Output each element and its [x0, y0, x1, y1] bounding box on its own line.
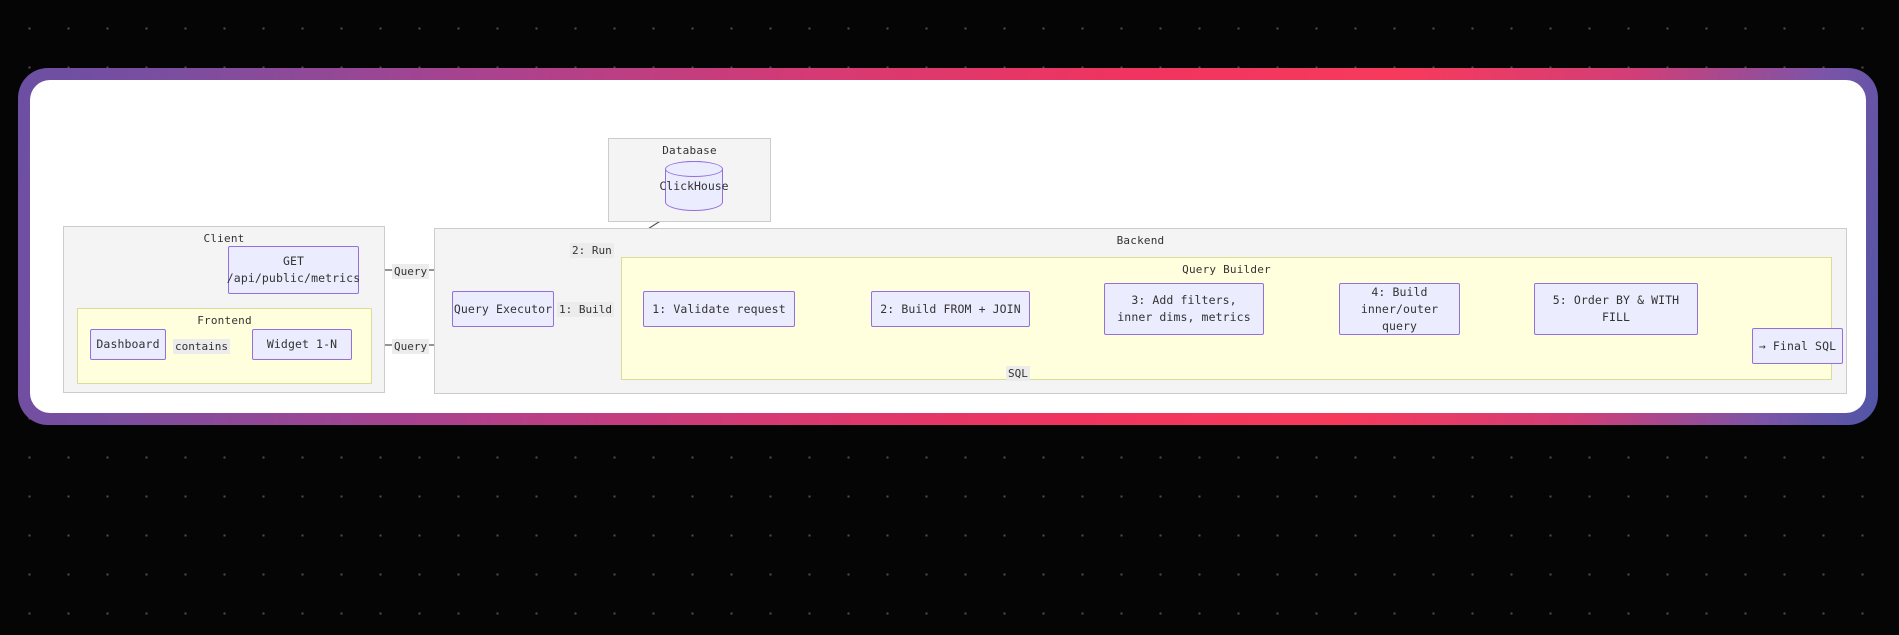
node-clickhouse[interactable]: ClickHouse	[659, 161, 729, 211]
node-step-5-order-by-with-fill[interactable]: 5: Order BY & WITH FILL	[1534, 283, 1698, 335]
cluster-backend-label: Backend	[1116, 234, 1165, 247]
node-dashboard[interactable]: Dashboard	[90, 329, 166, 360]
cluster-database-label: Database	[662, 144, 717, 157]
edge-label-run: 2: Run	[570, 243, 614, 258]
edge-label-build: 1: Build	[557, 302, 614, 317]
gradient-frame: Client Frontend GET /api/public/metrics …	[18, 68, 1878, 425]
node-final-sql[interactable]: → Final SQL	[1752, 328, 1843, 364]
edge-label-query-from-widget: Query	[392, 339, 430, 354]
cluster-backend: Backend	[434, 228, 1847, 394]
diagram-content: Client Frontend GET /api/public/metrics …	[30, 80, 1866, 413]
cluster-client: Client	[63, 226, 385, 393]
cluster-frontend-label: Frontend	[197, 314, 252, 327]
node-api-endpoint[interactable]: GET /api/public/metrics	[227, 246, 360, 294]
edge-label-query-from-api: Query	[392, 264, 430, 279]
node-widget[interactable]: Widget 1-N	[252, 329, 352, 360]
diagram-edges	[165, 80, 1866, 374]
edge-label-contains: contains	[173, 339, 230, 354]
cluster-query-builder-label: Query Builder	[1182, 263, 1271, 276]
node-step-4-build-inner-outer-query[interactable]: 4: Build inner/outer query	[1339, 283, 1460, 335]
cluster-frontend: Frontend	[77, 308, 372, 384]
node-query-executor[interactable]: Query Executor	[452, 291, 554, 327]
node-step-2-build-from-join[interactable]: 2: Build FROM + JOIN	[871, 291, 1030, 327]
cluster-query-builder: Query Builder	[621, 257, 1832, 380]
cluster-client-label: Client	[203, 232, 245, 245]
edge-label-sql: SQL	[1006, 366, 1030, 381]
node-step-1-validate-request[interactable]: 1: Validate request	[643, 291, 795, 327]
diagram-card: Client Frontend GET /api/public/metrics …	[30, 80, 1866, 413]
cylinder-top-ellipse	[665, 161, 723, 177]
node-step-3-add-filters[interactable]: 3: Add filters, inner dims, metrics	[1104, 283, 1264, 335]
node-clickhouse-label: ClickHouse	[659, 179, 729, 193]
